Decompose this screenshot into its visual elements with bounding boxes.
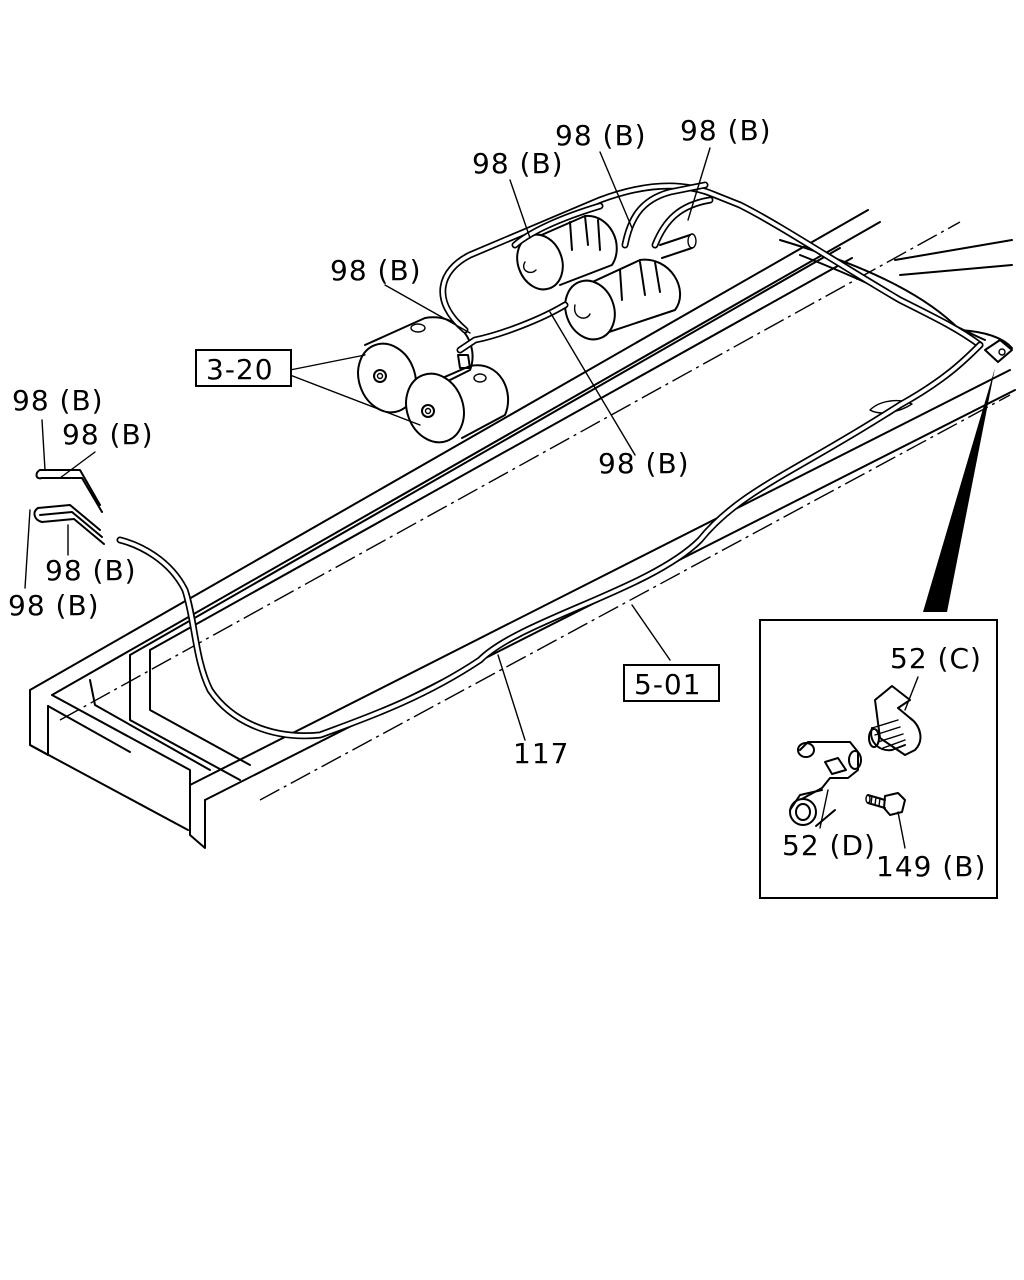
label-lower-tank: 98 (B) — [598, 447, 690, 480]
label-left-lower-1: 98 (B) — [45, 554, 137, 587]
ref-box-frame: 5-01 — [623, 664, 720, 702]
air-tank-front-pair — [516, 214, 697, 341]
detail-inset: 52 (C) 52 (D) 149 (B) — [759, 619, 998, 899]
tee-fitting-icon — [789, 741, 862, 827]
bolt-icon — [865, 792, 906, 816]
ref-frame-text: 5-01 — [634, 668, 702, 701]
label-detail-bolt: 149 (B) — [876, 850, 986, 883]
label-top-right: 98 (B) — [680, 114, 772, 147]
label-mid-left-tank: 98 (B) — [330, 254, 422, 287]
label-detail-d: 52 (D) — [782, 829, 876, 862]
elbow-fitting-icon — [868, 685, 922, 756]
label-detail-c: 52 (C) — [890, 642, 982, 675]
label-left-upper-2: 98 (B) — [62, 418, 154, 451]
label-top-middle: 98 (B) — [555, 119, 647, 152]
label-left-lower-2: 98 (B) — [8, 589, 100, 622]
label-pipe-117: 117 — [513, 737, 569, 770]
label-top-left: 98 (B) — [472, 147, 564, 180]
leader-lines — [24, 147, 995, 741]
label-left-upper-1: 98 (B) — [12, 384, 104, 417]
ref-tank-text: 3-20 — [206, 353, 274, 386]
air-pipes — [33, 181, 1013, 740]
ref-box-tank: 3-20 — [195, 349, 292, 387]
